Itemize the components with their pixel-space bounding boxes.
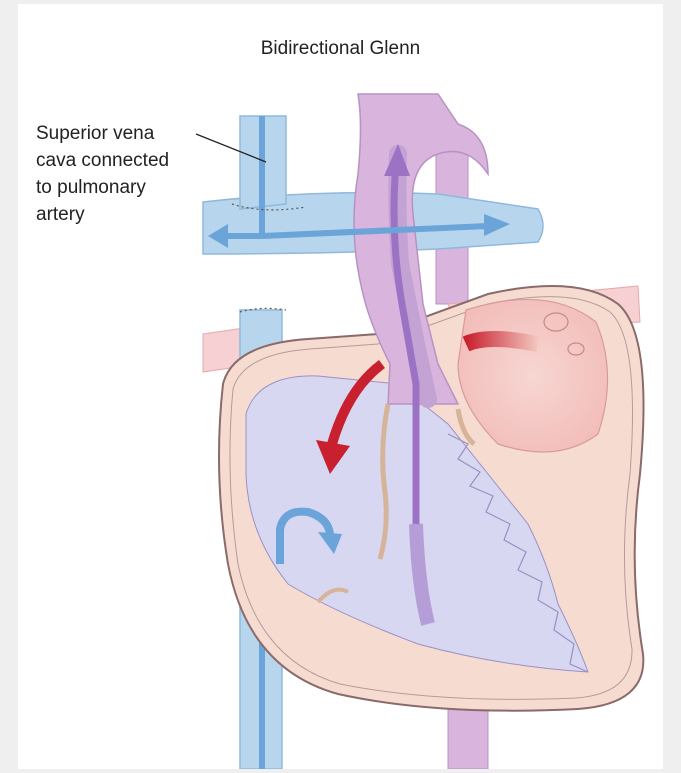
heart-diagram <box>18 4 663 769</box>
oxygenated-inflow-arrow <box>466 339 538 344</box>
callout-line: Superior vena <box>36 120 169 147</box>
svc-callout-label: Superior vena cava connected to pulmonar… <box>36 120 169 228</box>
illustration-panel: Bidirectional Glenn Superior vena cava c… <box>18 4 663 769</box>
callout-line: cava connected <box>36 147 169 174</box>
callout-line: artery <box>36 201 169 228</box>
diagram-title: Bidirectional Glenn <box>18 38 663 60</box>
callout-line: to pulmonary <box>36 174 169 201</box>
